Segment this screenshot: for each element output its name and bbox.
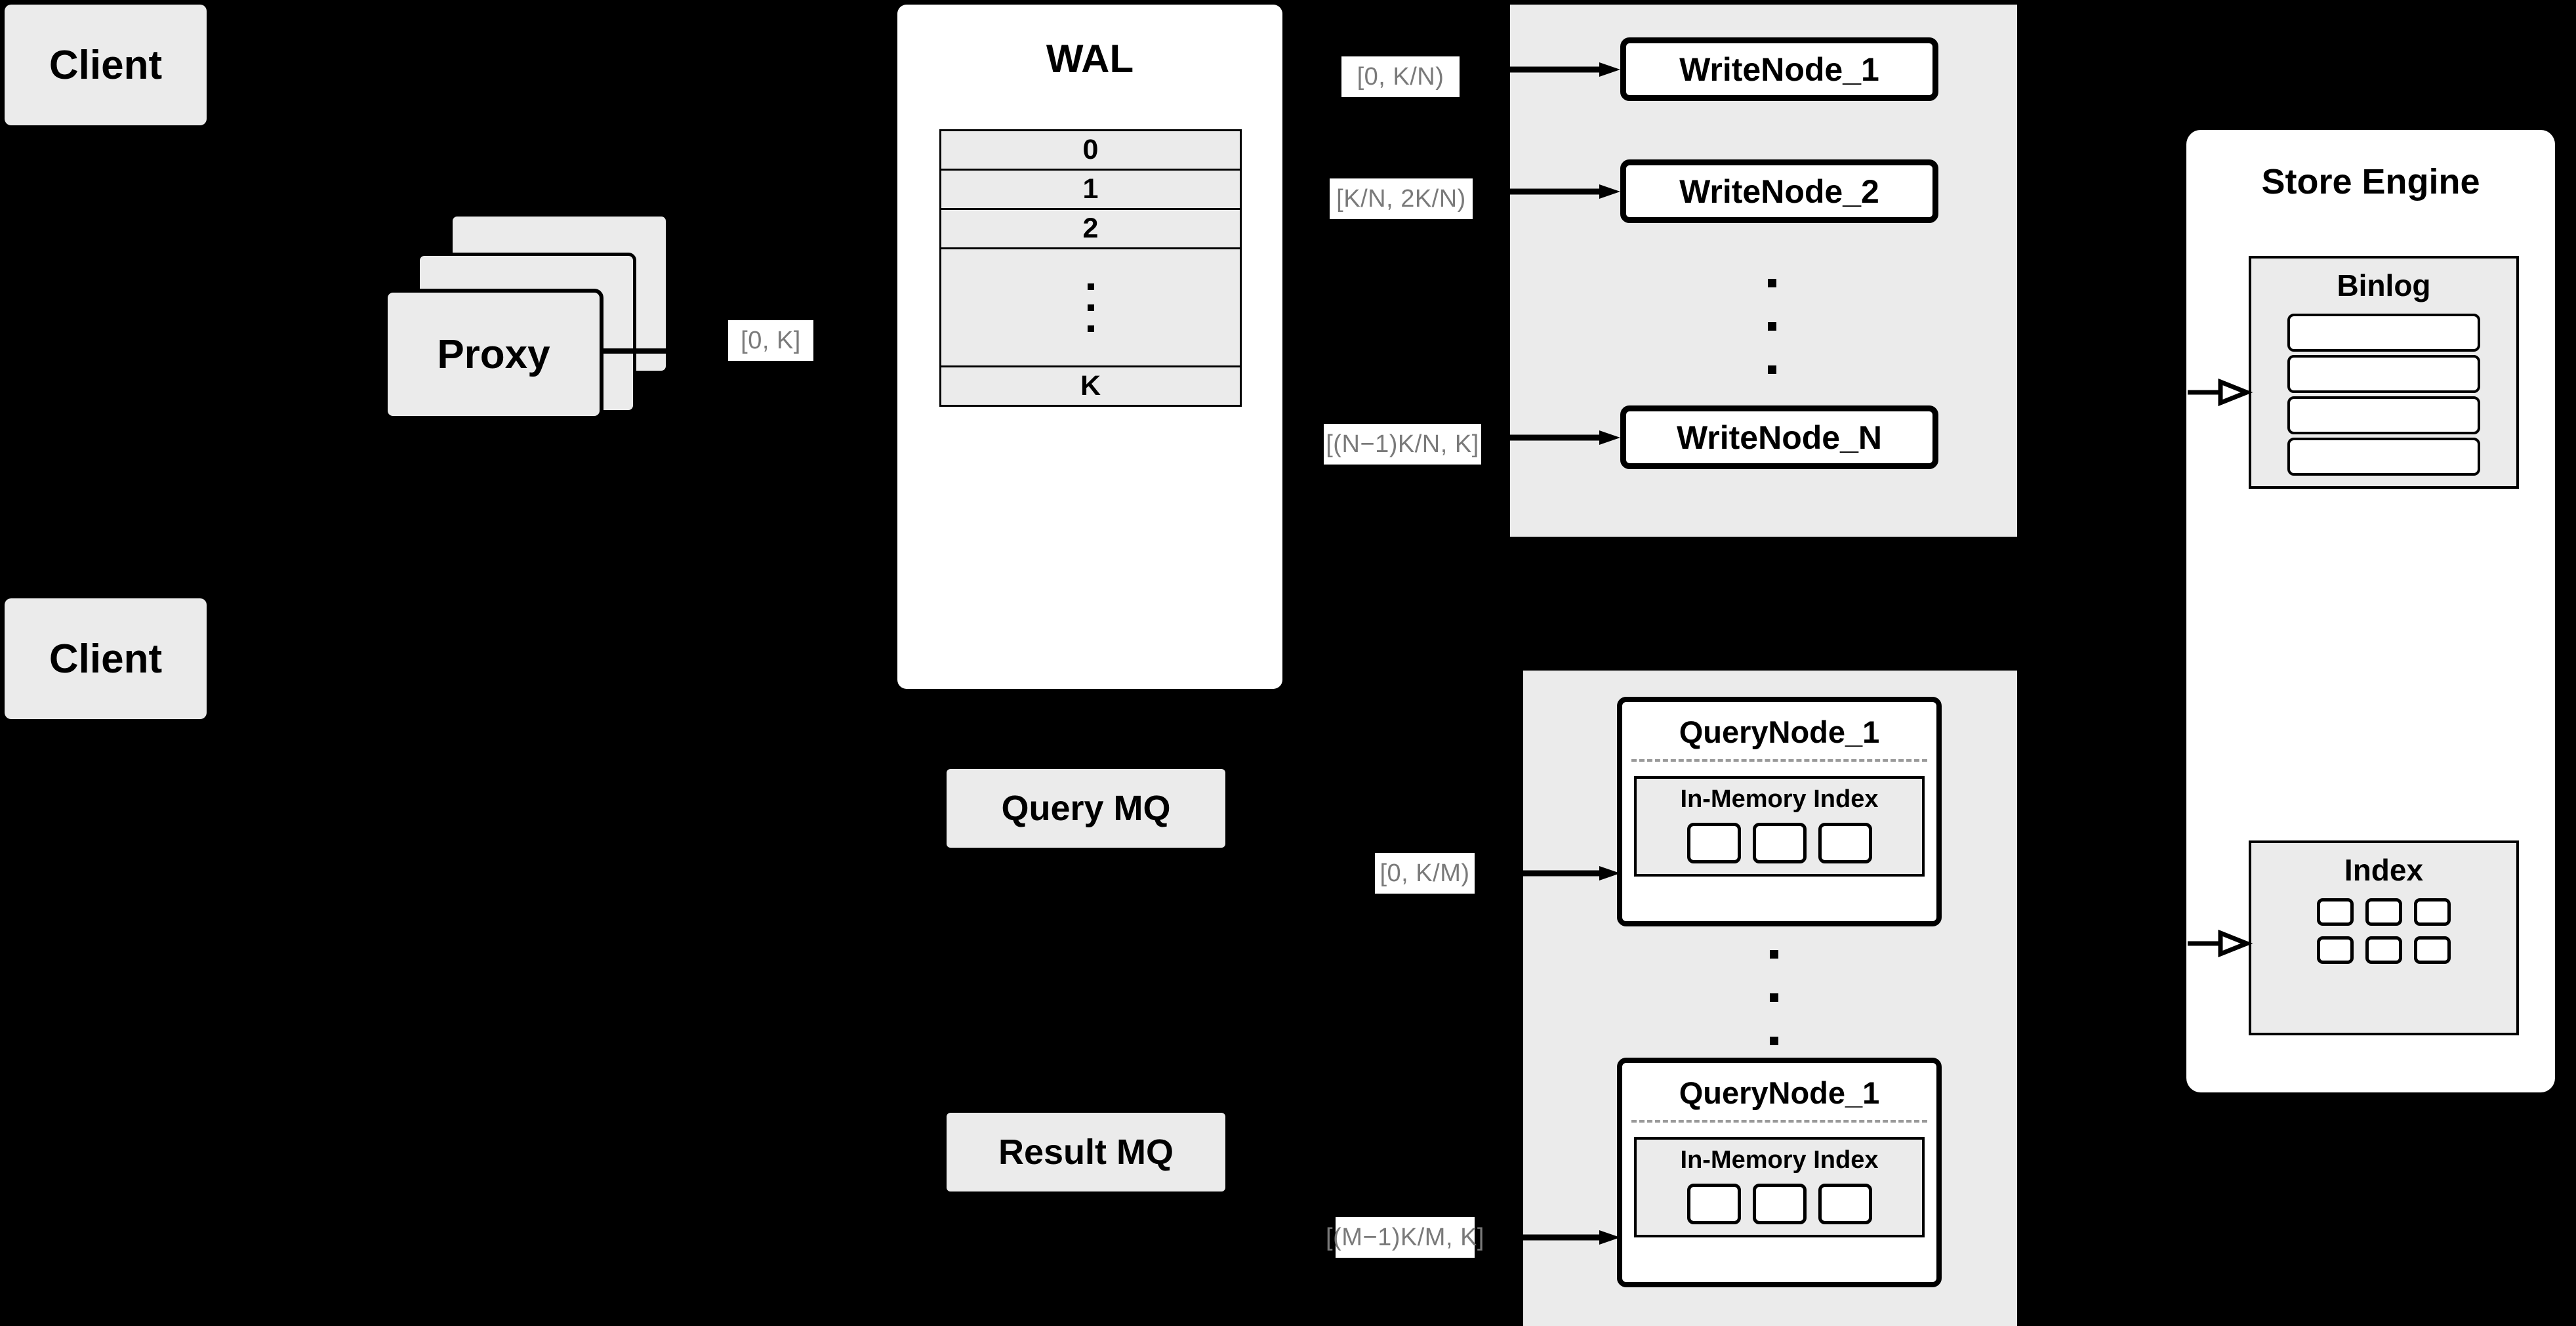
write-node-2-arrow	[1510, 184, 1620, 199]
store-engine-title: Store Engine	[2261, 162, 2480, 201]
write-node-group-ellipsis	[1768, 279, 1776, 374]
query-node-1[interactable]: QueryNode_1 In-Memory Index	[1617, 697, 1942, 926]
in-memory-index-title: In-Memory Index	[1680, 785, 1879, 813]
ellipsis-dot-icon	[1087, 283, 1094, 290]
write-node-label: WriteNode_N	[1676, 419, 1882, 456]
ellipsis-dot-icon	[1770, 950, 1778, 959]
index-cell	[1687, 1184, 1741, 1224]
index-cell	[1752, 1184, 1807, 1224]
query-node-divider	[1631, 759, 1927, 762]
write-node-label: WriteNode_1	[1679, 51, 1879, 88]
index-grid	[2251, 898, 2516, 981]
write-node-1-arrow	[1510, 62, 1620, 77]
ellipsis-dot-icon	[1770, 1037, 1778, 1045]
client-box-bottom[interactable]: Client	[5, 598, 207, 719]
ellipsis-dot-icon	[1087, 304, 1094, 311]
query-node-divider	[1631, 1120, 1927, 1123]
write-node-1[interactable]: WriteNode_1	[1620, 37, 1938, 101]
write-node-n-range-label: [(N−1)K/N, K]	[1324, 424, 1481, 465]
index-cell	[2414, 936, 2451, 964]
query-node-m-arrow	[1523, 1230, 1620, 1245]
binlog-inbound-arrow	[2188, 378, 2253, 407]
in-memory-index-cells	[1637, 1184, 1922, 1224]
index-cell	[1687, 823, 1741, 863]
index-title: Index	[2344, 853, 2424, 887]
index-cell	[2414, 898, 2451, 926]
binlog-panel: Binlog	[2249, 256, 2519, 489]
wal-table: 0 1 2 K	[939, 129, 1242, 407]
write-node-2-range-label: [K/N, 2K/N)	[1330, 178, 1473, 219]
proxy-range-label: [0, K]	[728, 320, 813, 361]
proxy-label: Proxy	[437, 331, 550, 377]
in-memory-index-cells	[1637, 823, 1922, 863]
ellipsis-dot-icon	[1087, 325, 1094, 332]
ellipsis-dot-icon	[1768, 279, 1776, 287]
query-node-1-arrow	[1523, 866, 1620, 881]
client-label: Client	[49, 42, 163, 88]
index-inbound-arrow	[2188, 929, 2253, 958]
wal-row-ellipsis	[941, 249, 1240, 367]
query-node-title: QueryNode_1	[1679, 715, 1880, 749]
query-node-m[interactable]: QueryNode_1 In-Memory Index	[1617, 1058, 1942, 1287]
query-node-title: QueryNode_1	[1679, 1075, 1880, 1110]
index-panel: Index	[2249, 840, 2519, 1035]
query-node-group-ellipsis	[1770, 950, 1778, 1045]
client-label: Client	[49, 636, 163, 682]
write-node-2[interactable]: WriteNode_2	[1620, 159, 1938, 223]
binlog-row	[2287, 355, 2480, 393]
in-memory-index-title: In-Memory Index	[1680, 1146, 1879, 1174]
write-node-n-arrow	[1510, 430, 1620, 445]
index-cell	[1818, 1184, 1872, 1224]
wal-row: K	[1080, 370, 1101, 402]
ellipsis-dot-icon	[1768, 365, 1776, 374]
index-cell	[2365, 898, 2402, 926]
wal-panel: WAL 0 1 2 K	[897, 5, 1282, 689]
ellipsis-dot-icon	[1768, 322, 1776, 331]
wal-title: WAL	[1046, 37, 1134, 81]
index-cell	[2317, 936, 2354, 964]
write-node-1-range-label: [0, K/N)	[1341, 56, 1460, 97]
binlog-row	[2287, 438, 2480, 476]
client-box-top[interactable]: Client	[5, 5, 207, 125]
proxy-box[interactable]: Proxy	[384, 289, 603, 420]
wal-row: 2	[941, 210, 1240, 249]
store-engine-panel: Store Engine Binlog Index	[2186, 130, 2555, 1092]
query-mq-box[interactable]: Query MQ	[947, 769, 1225, 848]
index-cell	[2317, 898, 2354, 926]
query-node-m-range-label: [(M−1)K/M, K]	[1326, 1217, 1484, 1258]
query-node-1-range-label: [0, K/M)	[1375, 853, 1475, 894]
write-node-label: WriteNode_2	[1679, 173, 1879, 210]
binlog-row	[2287, 396, 2480, 434]
index-cell	[1752, 823, 1807, 863]
index-cell	[1818, 823, 1872, 863]
binlog-title: Binlog	[2337, 268, 2431, 302]
in-memory-index-panel: In-Memory Index	[1634, 776, 1925, 877]
ellipsis-dot-icon	[1770, 993, 1778, 1002]
result-mq-box[interactable]: Result MQ	[947, 1113, 1225, 1191]
binlog-row	[2287, 314, 2480, 352]
write-node-n[interactable]: WriteNode_N	[1620, 405, 1938, 469]
in-memory-index-panel: In-Memory Index	[1634, 1137, 1925, 1237]
wal-row: 0	[941, 131, 1240, 171]
wal-row: 1	[941, 171, 1240, 210]
result-mq-label: Result MQ	[998, 1132, 1174, 1172]
query-mq-label: Query MQ	[1001, 789, 1171, 828]
binlog-rows	[2251, 314, 2516, 490]
index-cell	[2365, 936, 2402, 964]
